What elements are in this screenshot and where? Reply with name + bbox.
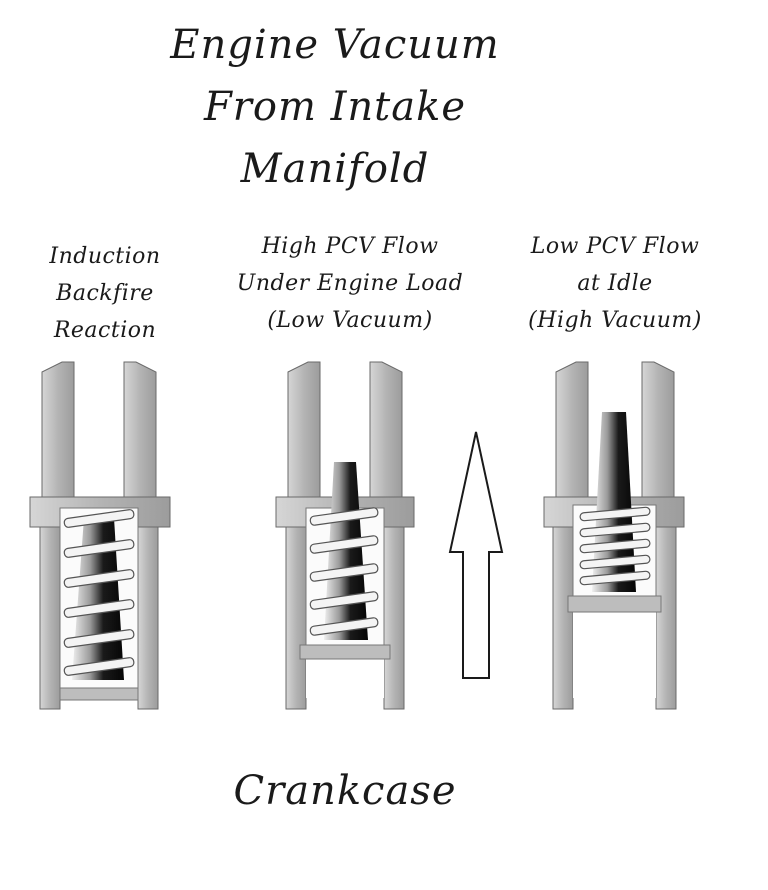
valve-body — [29, 361, 171, 710]
valve-seat — [59, 687, 139, 701]
diagram-title: Engine Vacuum From Intake Manifold — [130, 14, 540, 200]
flow-up-arrow-icon — [448, 431, 504, 679]
valve-outlet — [573, 612, 656, 698]
crankcase-label: Crankcase — [233, 768, 457, 814]
spring — [579, 506, 651, 586]
caption-line: Under Engine Load — [236, 271, 464, 296]
caption-line: Induction — [49, 244, 161, 269]
valve-high-flow — [275, 361, 415, 710]
title-line-1: Engine Vacuum — [170, 22, 500, 68]
valve-caption-low-flow: Low PCV Flow at Idle (High Vacuum) — [500, 228, 730, 339]
valve-seat — [567, 595, 662, 613]
caption-line: at Idle — [577, 271, 653, 296]
title-line-2: From Intake — [204, 84, 466, 130]
caption-line: Backfire — [56, 281, 154, 306]
valve-low-flow — [543, 361, 685, 710]
valve-backfire — [29, 361, 171, 710]
valve-outlet — [306, 658, 384, 698]
valve-caption-high-flow: High PCV Flow Under Engine Load (Low Vac… — [215, 228, 485, 339]
spring — [63, 509, 135, 676]
spring — [309, 507, 379, 636]
caption-line: Reaction — [53, 318, 157, 343]
caption-line: (Low Vacuum) — [267, 308, 433, 333]
valve-seat — [299, 644, 391, 660]
caption-line: Low PCV Flow — [530, 234, 700, 259]
caption-line: (High Vacuum) — [528, 308, 702, 333]
caption-line: High PCV Flow — [261, 234, 439, 259]
title-line-3: Manifold — [240, 146, 430, 192]
valve-caption-backfire: Induction Backfire Reaction — [30, 238, 180, 349]
